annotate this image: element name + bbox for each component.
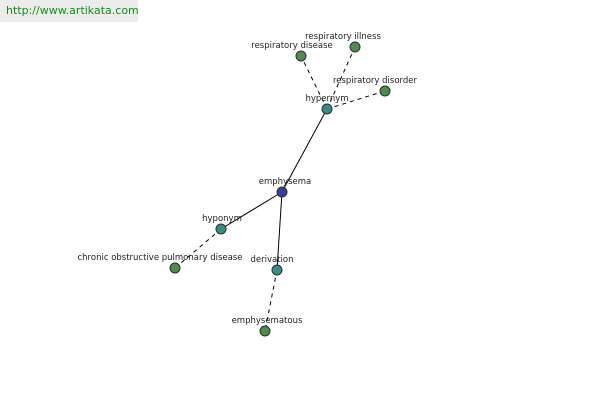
node-derivation[interactable]	[271, 264, 283, 276]
label-resp-illness[interactable]: respiratory illness	[305, 32, 381, 42]
edge-hypernym-to-resp-illness	[326, 46, 356, 110]
node-resp-illness[interactable]	[349, 41, 361, 53]
nodes-layer	[169, 41, 391, 337]
watermark-banner: http://www.artikata.com	[0, 0, 139, 22]
edge-emphysema-to-hyponym	[220, 191, 283, 230]
label-hypernym[interactable]: hypernym	[305, 94, 348, 104]
edge-emphysema-to-hypernym	[281, 108, 328, 193]
label-emphysema[interactable]: emphysema	[259, 177, 311, 187]
node-emphysema[interactable]	[276, 186, 288, 198]
edge-emphysema-to-derivation	[276, 191, 283, 271]
label-hyponym[interactable]: hyponym	[202, 214, 242, 224]
node-emphysematous[interactable]	[259, 325, 271, 337]
edge-hypernym-to-resp-disorder	[326, 90, 386, 110]
node-resp-disorder[interactable]	[379, 85, 391, 97]
label-copd[interactable]: chronic obstructive pulmonary disease	[78, 253, 243, 263]
edge-hyponym-to-copd	[174, 228, 222, 269]
site-url: http://www.artikata.com	[6, 4, 139, 17]
label-emphysematous[interactable]: emphysematous	[232, 316, 303, 326]
edges-layer	[174, 46, 386, 332]
labels-layer: emphysema hypernym hyponym derivation respir…	[78, 32, 418, 326]
edge-derivation-to-emphysematous	[264, 269, 278, 332]
label-derivation[interactable]: derivation	[250, 255, 293, 265]
edge-hypernym-to-resp-disease	[300, 55, 328, 110]
label-resp-disorder[interactable]: respiratory disorder	[333, 76, 418, 86]
node-resp-disease[interactable]	[295, 50, 307, 62]
node-hyponym[interactable]	[215, 223, 227, 235]
node-hypernym[interactable]	[321, 103, 333, 115]
node-copd[interactable]	[169, 262, 181, 274]
label-resp-disease[interactable]: respiratory disease	[251, 41, 332, 51]
